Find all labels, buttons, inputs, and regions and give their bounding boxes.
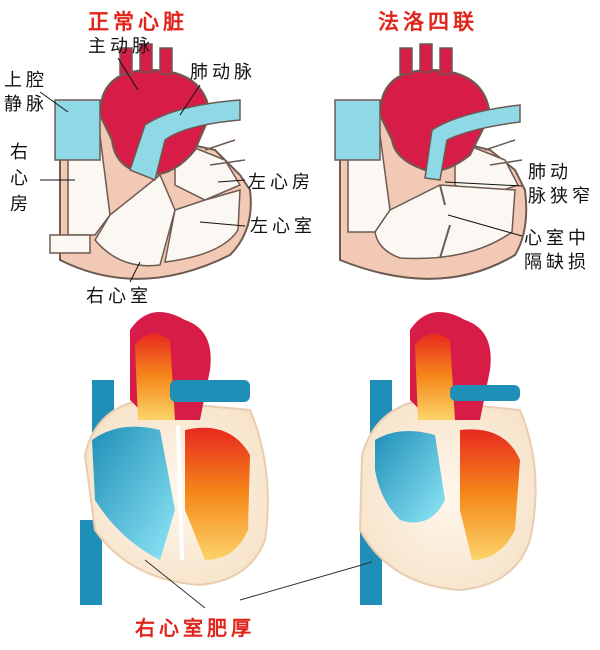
tof-pulmonary-artery [424, 104, 521, 181]
tof-pulmonary-veins [484, 139, 523, 166]
label-right-ventricle: 右心室 [86, 286, 152, 307]
label-svc-line2: 静脉 [4, 94, 48, 115]
leader-stenosis [444, 181, 523, 187]
caption-leader-right [239, 561, 373, 601]
leader-vsd [447, 214, 523, 237]
title-normal-heart: 正常心脏 [88, 10, 188, 34]
label-pulmonary-artery: 肺动脉 [190, 62, 256, 83]
normal-pulmonary-artery [129, 99, 241, 182]
leader-rv [129, 261, 141, 283]
tof-aorta-branch-2 [419, 43, 433, 73]
leader-pulmonary [179, 84, 201, 116]
caption-leader-left [144, 559, 206, 609]
label-left-ventricle: 左心室 [250, 216, 316, 237]
leader-la [217, 179, 246, 183]
normal-aorta-branch-3 [159, 47, 173, 75]
leader-aorta [117, 57, 139, 91]
left-heart-septum [176, 424, 184, 561]
right-heart-right-side [375, 431, 445, 523]
title-tetralogy: 法洛四联 [378, 10, 478, 34]
right-heart-aorta-gradient [415, 333, 455, 420]
normal-right-ventricle-chamber [94, 173, 176, 267]
right-heart-pulmonary-artery [450, 385, 520, 401]
normal-aorta-branch-2 [139, 43, 153, 73]
caption-rv-hypertrophy: 右心室肥厚 [135, 616, 255, 640]
label-vsd-line1: 心室中 [524, 228, 590, 249]
tof-aorta-branch-1 [399, 47, 413, 75]
label-stenosis-line2: 脉狭窄 [528, 186, 594, 207]
left-heart-aorta-gradient [135, 333, 175, 420]
tof-septum-upper [439, 184, 446, 206]
normal-left-ventricle-chamber [164, 188, 241, 263]
leader-lv [199, 221, 246, 227]
tof-septum-lower [439, 224, 451, 259]
tof-aorta-branch-3 [439, 47, 453, 75]
right-heart-left-side [460, 429, 520, 560]
tof-ventricles [374, 184, 516, 260]
normal-pulmonary-veins [204, 139, 246, 166]
normal-svc [54, 99, 101, 161]
left-heart-ivc [80, 520, 102, 605]
left-heart-pulmonary-artery [170, 380, 250, 402]
label-aorta: 主动脉 [88, 36, 154, 57]
label-right-atrium: 右心房 [10, 142, 28, 215]
label-stenosis-line1: 肺动 [528, 162, 572, 183]
leader-svc [39, 91, 69, 113]
label-left-atrium: 左心房 [248, 172, 314, 193]
normal-ivc [49, 234, 91, 254]
label-vsd-line2: 隔缺损 [524, 252, 590, 273]
label-svc-line1: 上腔 [4, 70, 48, 91]
left-heart-left-side [185, 427, 250, 560]
left-heart-right-side [92, 426, 175, 560]
tof-svc [334, 99, 381, 161]
